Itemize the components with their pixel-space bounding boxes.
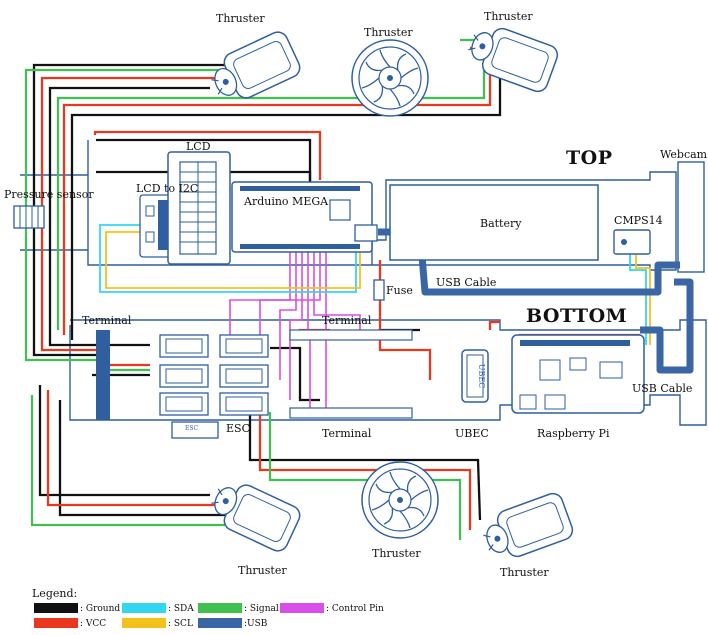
legend-label-control: : Control Pin: [326, 604, 384, 614]
arduino-mega-board: [231, 181, 378, 253]
legend-swatch-usb: [198, 618, 242, 628]
raspberry-pi-board: [511, 334, 645, 414]
fuse: [373, 279, 385, 301]
thruster-bottom-center-icon: [361, 461, 439, 539]
cmps14-label: CMPS14: [614, 214, 663, 227]
lcd-module: [167, 151, 231, 265]
thruster-top-left-icon: [203, 28, 304, 110]
battery-label: Battery: [480, 217, 522, 230]
legend: Legend: : Ground : SDA : Signal : Contro…: [32, 587, 384, 629]
legend-swatch-signal: [198, 603, 242, 613]
thruster-top-center-icon: [351, 39, 429, 117]
legend-swatch-scl: [122, 618, 166, 628]
thruster-top-left-label: Thruster: [216, 12, 265, 25]
legend-label-usb: :USB: [244, 619, 268, 629]
cmps14-compass: [613, 229, 651, 255]
terminal-strip-bottom: [289, 407, 413, 419]
top-label: TOP: [566, 147, 612, 169]
terminal-strip-center: [289, 329, 413, 341]
legend-label-ground: : Ground: [80, 604, 120, 614]
ubec-module: [461, 349, 489, 403]
fuse-label: Fuse: [386, 284, 413, 297]
thruster-bottom-right-icon: [477, 490, 576, 567]
webcam-label: Webcam: [660, 148, 708, 161]
legend-swatch-vcc: [34, 618, 78, 628]
ubec-label: UBEC: [455, 427, 489, 440]
thruster-bottom-left-icon: [203, 473, 304, 555]
usb-cable-top-label: USB Cable: [436, 276, 496, 289]
thruster-bottom-right-label: Thruster: [500, 566, 549, 579]
raspberry-pi-label: Raspberry Pi: [537, 427, 610, 440]
bottom-label: BOTTOM: [526, 305, 627, 327]
battery: [389, 184, 599, 261]
esc-label: ESC: [226, 422, 250, 435]
legend-title: Legend:: [32, 587, 77, 600]
usb-cable-right-label: USB Cable: [632, 382, 692, 395]
terminal-center-label: Terminal: [322, 314, 372, 327]
legend-label-vcc: : VCC: [80, 619, 106, 629]
legend-label-sda: : SDA: [168, 604, 194, 614]
thruster-top-right-label: Thruster: [484, 10, 533, 23]
terminal-bottom-label: Terminal: [322, 427, 372, 440]
thruster-bottom-center-label: Thruster: [372, 547, 421, 560]
arduino-label: Arduino MEGA: [243, 195, 329, 208]
legend-swatch-sda: [122, 603, 166, 613]
thruster-top-right-icon: [462, 18, 561, 95]
thruster-top-center-label: Thruster: [364, 26, 413, 39]
legend-swatch-control: [280, 603, 324, 613]
lcd-to-i2c-label: LCD to I2C: [136, 182, 198, 195]
terminal-left-label: Terminal: [82, 314, 132, 327]
legend-label-signal: : Signal: [244, 604, 279, 614]
legend-swatch-ground: [34, 603, 78, 613]
pressure-sensor: [13, 205, 45, 229]
ubec-chip-label: UBEC: [477, 364, 486, 389]
thruster-bottom-left-label: Thruster: [238, 564, 287, 577]
lcd-label: LCD: [186, 140, 211, 153]
esc-chip-label: ESC: [185, 425, 198, 432]
terminal-block-left: [96, 330, 110, 420]
legend-label-scl: : SCL: [168, 619, 193, 629]
esc-modules: [159, 334, 269, 439]
pressure-sensor-label: Pressure sensor: [4, 188, 94, 201]
